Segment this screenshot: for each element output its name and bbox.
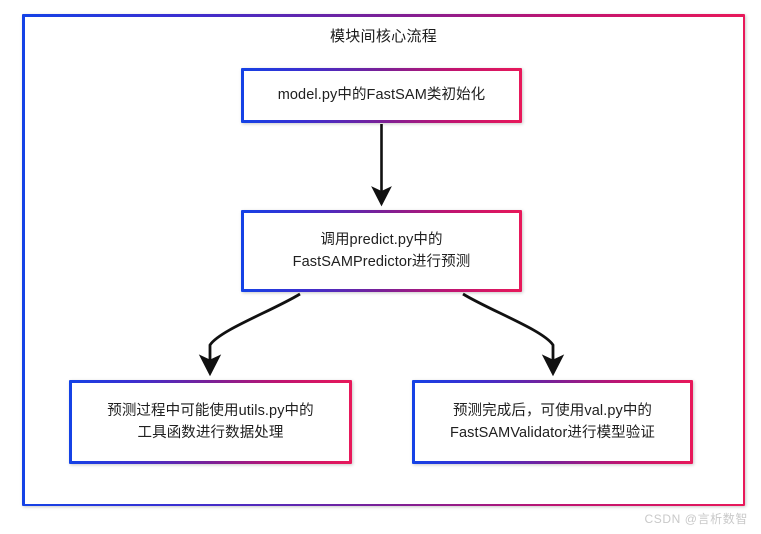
- node-model-init-body: model.py中的FastSAM类初始化: [244, 71, 519, 120]
- node-predict[interactable]: 调用predict.py中的 FastSAMPredictor进行预测: [241, 210, 522, 292]
- node-utils-line-2: 工具函数进行数据处理: [137, 425, 284, 441]
- csdn-watermark: CSDN @言析数智: [644, 512, 748, 526]
- node-utils[interactable]: 预测过程中可能使用utils.py中的 工具函数进行数据处理: [69, 380, 352, 464]
- node-predict-line-2: FastSAMPredictor进行预测: [292, 254, 471, 270]
- diagram-title: 模块间核心流程: [329, 27, 438, 45]
- node-val-line-1: 预测完成后，可使用val.py中的: [452, 402, 653, 419]
- node-predict-body: 调用predict.py中的 FastSAMPredictor进行预测: [244, 213, 519, 289]
- node-utils-line-1: 预测过程中可能使用utils.py中的: [107, 402, 314, 419]
- node-val[interactable]: 预测完成后，可使用val.py中的 FastSAMValidator进行模型验证: [412, 380, 693, 464]
- node-model-init-line-1: model.py中的FastSAM类初始化: [277, 87, 486, 104]
- node-utils-body: 预测过程中可能使用utils.py中的 工具函数进行数据处理: [72, 383, 349, 461]
- node-predict-line-1: 调用predict.py中的: [320, 231, 443, 248]
- node-val-line-2: FastSAMValidator进行模型验证: [450, 425, 655, 441]
- node-model-init[interactable]: model.py中的FastSAM类初始化: [241, 68, 522, 123]
- node-val-body: 预测完成后，可使用val.py中的 FastSAMValidator进行模型验证: [415, 383, 690, 461]
